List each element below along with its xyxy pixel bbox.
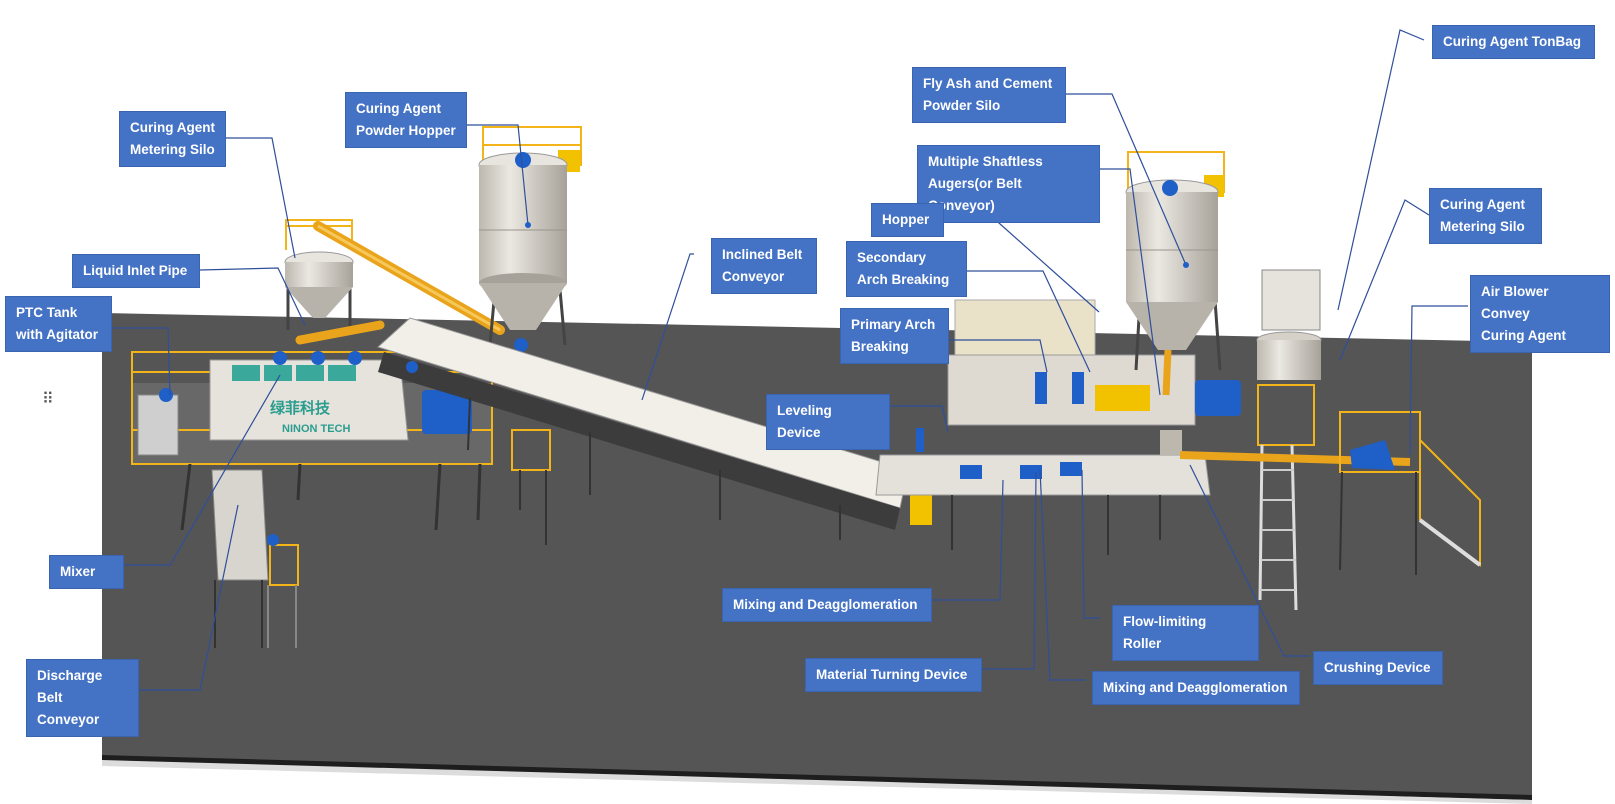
label-line: Mixing and Deagglomeration bbox=[1103, 680, 1288, 695]
label-line: Fly Ash and Cement bbox=[923, 76, 1053, 91]
label-curing-agent-powder-hopper: Curing Agent Powder Hopper bbox=[345, 92, 467, 148]
label-line: Material Turning Device bbox=[816, 667, 968, 682]
label-line: Powder Silo bbox=[923, 98, 1001, 113]
label-discharge-belt-conveyor: Discharge Belt Conveyor bbox=[26, 659, 139, 737]
label-curing-agent-tonbag: Curing Agent TonBag bbox=[1432, 25, 1595, 59]
label-liquid-inlet-pipe: Liquid Inlet Pipe bbox=[72, 254, 200, 288]
label-line: Conveyor bbox=[722, 269, 785, 284]
label-line: Breaking bbox=[851, 339, 909, 354]
discharge-belt-conveyor bbox=[211, 469, 299, 648]
label-leveling-device: Leveling Device bbox=[766, 394, 890, 450]
label-line: PTC Tank bbox=[16, 305, 78, 320]
label-line: Multiple Shaftless bbox=[928, 154, 1043, 169]
label-mixing-deagglomeration-1: Mixing and Deagglomeration bbox=[722, 588, 932, 622]
label-line: Liquid Inlet Pipe bbox=[83, 263, 188, 278]
label-line: with Agitator bbox=[16, 327, 98, 342]
curing-agent-metering-silo-left bbox=[284, 219, 354, 330]
label-line: Augers(or Belt Conveyor) bbox=[928, 176, 1022, 213]
label-secondary-arch-breaking: Secondary Arch Breaking bbox=[846, 241, 967, 297]
label-line: Powder Hopper bbox=[356, 123, 456, 138]
processing-line bbox=[875, 299, 1241, 555]
label-mixing-deagglomeration-2: Mixing and Deagglomeration bbox=[1092, 671, 1300, 705]
label-ptc-tank: PTC Tank with Agitator bbox=[5, 296, 112, 352]
label-shaftless-augers: Multiple Shaftless Augers(or Belt Convey… bbox=[917, 145, 1100, 223]
curing-agent-screw-pipe bbox=[295, 221, 505, 345]
label-line: Leveling Device bbox=[777, 403, 832, 440]
leader-lines bbox=[112, 29, 1468, 691]
label-line: Air Blower Convey bbox=[1481, 284, 1549, 321]
drag-handle-icon[interactable]: ⠿ bbox=[42, 391, 54, 408]
label-fly-ash-cement-silo: Fly Ash and Cement Powder Silo bbox=[912, 67, 1066, 123]
curing-agent-powder-hopper bbox=[478, 126, 582, 352]
brand-en-text: NINON TECH bbox=[282, 423, 351, 435]
label-line: Mixer bbox=[60, 564, 96, 579]
label-line: Crushing Device bbox=[1324, 660, 1431, 675]
label-line: Curing Agent bbox=[356, 101, 441, 116]
label-curing-agent-metering-silo-left: Curing Agent Metering Silo bbox=[119, 111, 226, 167]
label-line: Metering Silo bbox=[130, 142, 215, 157]
label-crushing-device: Crushing Device bbox=[1313, 651, 1443, 685]
label-line: Curing Agent bbox=[130, 120, 215, 135]
label-curing-agent-metering-silo-right: Curing Agent Metering Silo bbox=[1429, 188, 1542, 244]
label-line: Curing Agent TonBag bbox=[1443, 34, 1581, 49]
label-line: Primary Arch bbox=[851, 317, 936, 332]
label-line: Discharge bbox=[37, 668, 103, 683]
label-line: Flow-limiting Roller bbox=[1123, 614, 1207, 651]
fly-ash-cement-silo bbox=[1125, 151, 1225, 396]
label-line: Curing Agent bbox=[1481, 328, 1566, 343]
label-line: Secondary bbox=[857, 250, 927, 265]
label-mixer: Mixer bbox=[49, 555, 124, 589]
label-primary-arch-breaking: Primary Arch Breaking bbox=[840, 308, 949, 364]
label-inclined-belt-conveyor: Inclined Belt Conveyor bbox=[711, 238, 817, 294]
label-hopper: Hopper bbox=[871, 203, 944, 237]
label-line: Mixing and Deagglomeration bbox=[733, 597, 918, 612]
label-flow-limiting-roller: Flow-limiting Roller bbox=[1112, 605, 1259, 661]
leader-endpoints bbox=[525, 222, 1189, 268]
air-blower-station bbox=[1179, 411, 1482, 575]
label-line: Belt Conveyor bbox=[37, 690, 100, 727]
label-material-turning-device: Material Turning Device bbox=[805, 658, 982, 692]
brand-cn-text: 绿菲科技 bbox=[270, 399, 331, 417]
label-line: Arch Breaking bbox=[857, 272, 950, 287]
label-air-blower: Air Blower Convey Curing Agent bbox=[1470, 275, 1610, 353]
label-line: Curing Agent bbox=[1440, 197, 1525, 212]
label-line: Inclined Belt bbox=[722, 247, 803, 262]
label-line: Hopper bbox=[882, 212, 930, 227]
curing-agent-tonbag-station bbox=[1256, 269, 1322, 611]
label-line: Metering Silo bbox=[1440, 219, 1525, 234]
mixer-body: 绿菲科技 NINON TECH bbox=[209, 351, 472, 441]
small-access-platform bbox=[511, 429, 551, 545]
